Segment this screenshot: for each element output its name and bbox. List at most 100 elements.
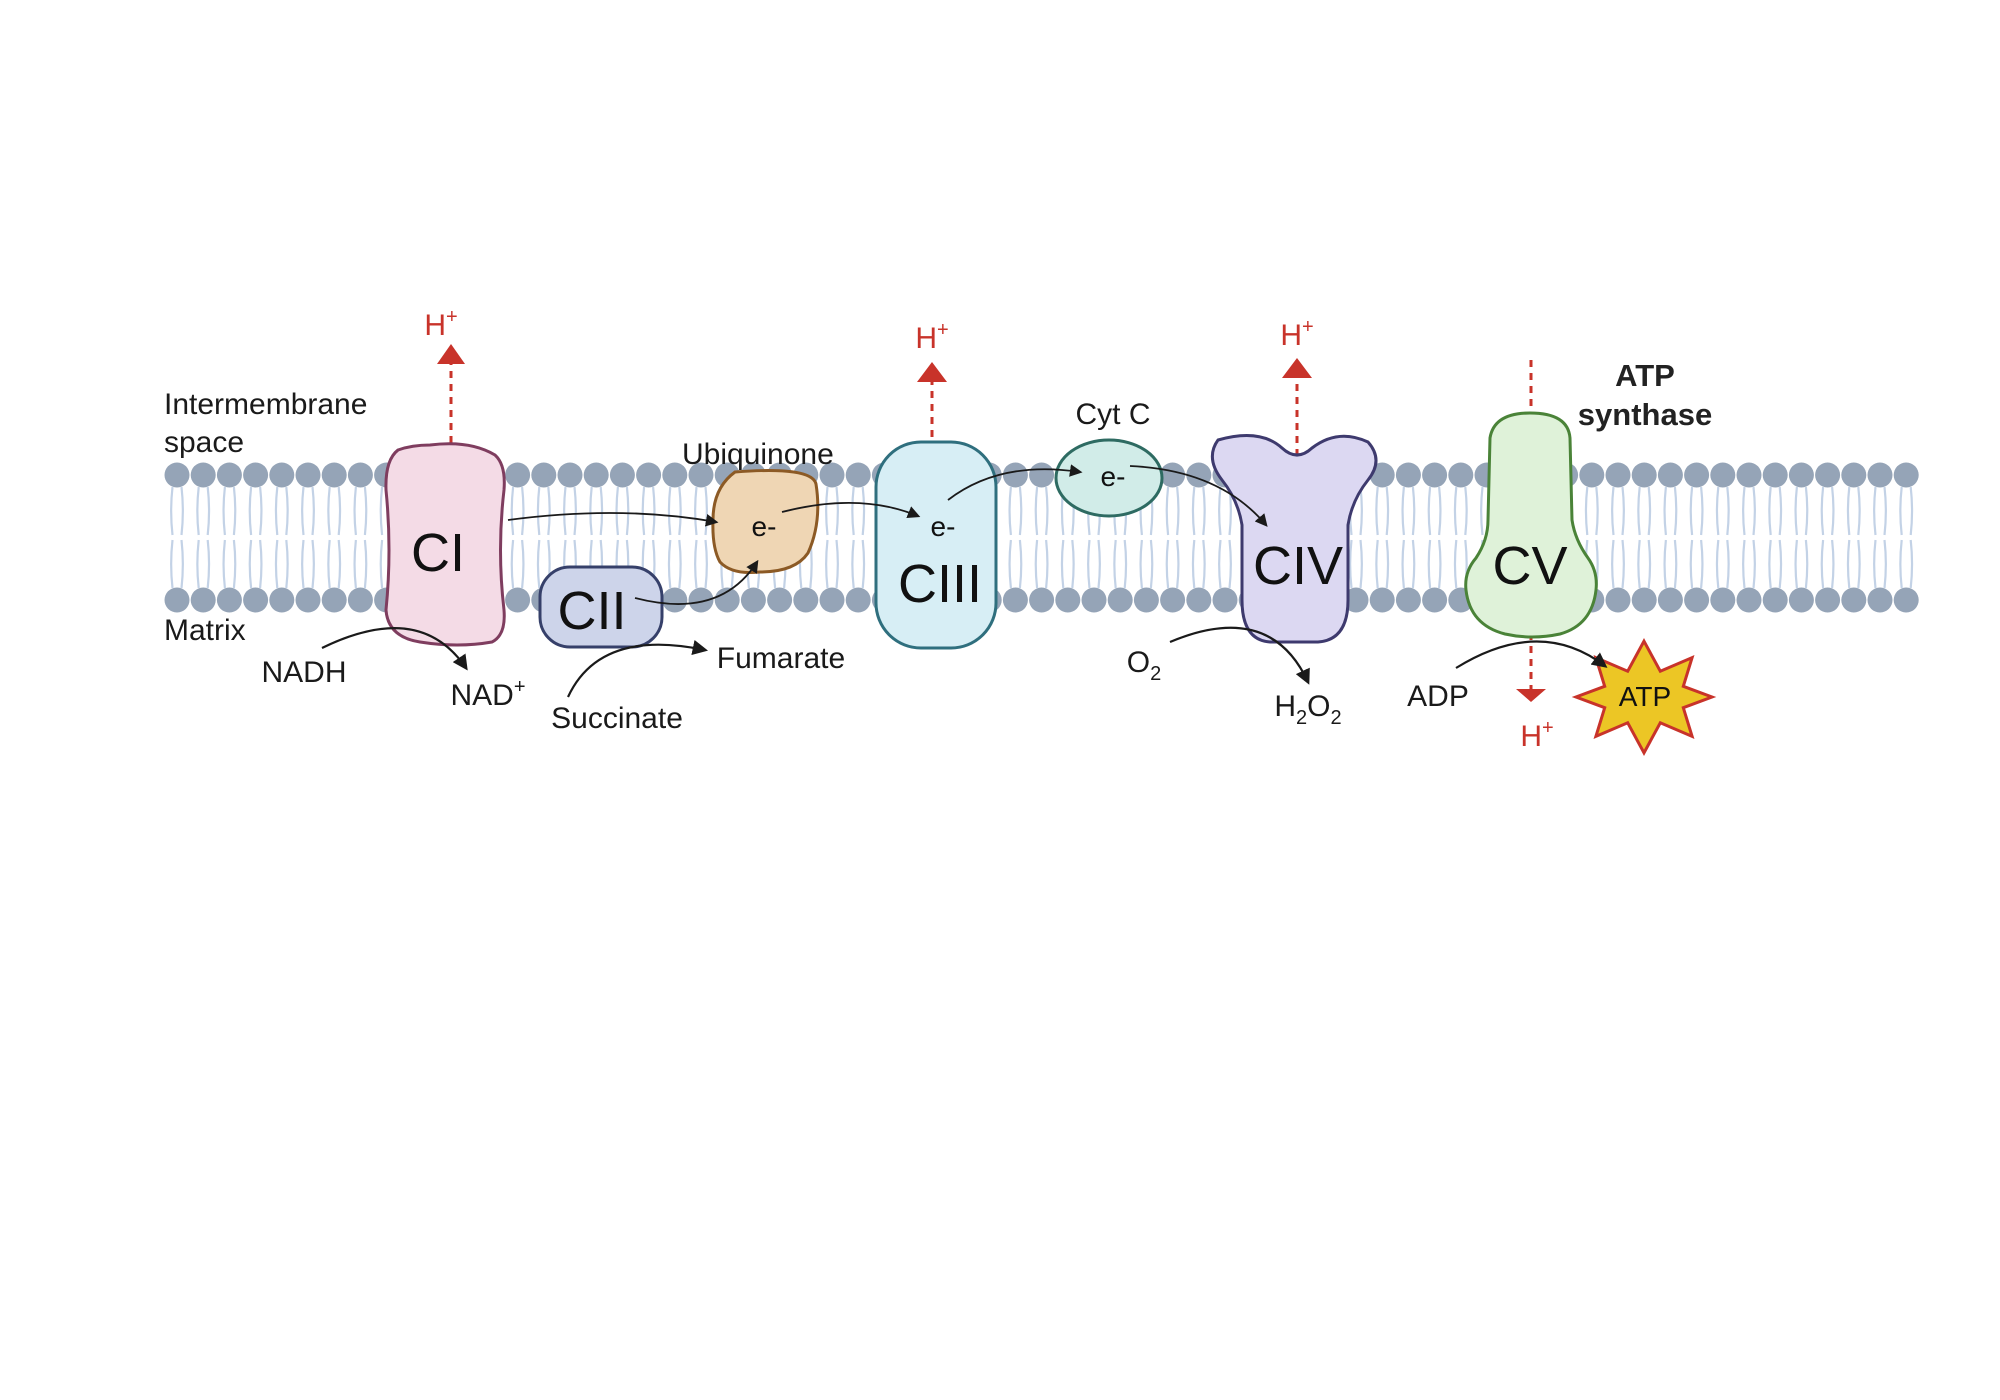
lipid-head [1631,462,1657,488]
lipid-tail [1742,486,1746,536]
lipid-tail [1647,539,1652,589]
lipid-tail [1438,486,1442,536]
lipid-tail [1857,539,1861,589]
atp-star [1571,638,1717,756]
lipid-tail [1034,486,1039,536]
o2-to-h2o2-arrow [1169,626,1310,685]
lipid-tail [1857,486,1861,536]
lipid-tail [1768,486,1772,536]
lipid-head [1815,587,1841,613]
lipid-head [1605,462,1631,488]
lipid-tail [1359,486,1363,536]
lipid-tail [1113,539,1117,589]
lipid-head [1107,587,1133,613]
lipid-tail [1689,539,1694,589]
lipid-tail [337,539,342,589]
lipid-head [583,462,609,488]
lipid-head [1081,587,1107,613]
lipid-tail [1427,539,1432,589]
lipid-head [1710,587,1736,613]
lipid-tail [1611,486,1615,536]
proton-flow-arrows: H+ H+ H+ [424,306,1314,528]
lipid-tail [248,486,253,536]
lipid-tail [1621,486,1625,536]
lipid-head [1212,587,1238,613]
lipid-tail [1375,486,1379,536]
lipid-head [1422,587,1448,613]
reaction-arrows [321,626,1608,698]
lipid-tail [589,486,593,536]
lipid-head [1160,587,1186,613]
lipid-head [347,587,373,613]
lipid-tail [327,539,331,589]
h2o2-label: H2O2 [1274,690,1341,729]
lipid-tail [825,486,829,536]
lipid-head [1788,587,1814,613]
lipid-tail [510,486,515,536]
lipid-tail [861,539,866,589]
lipid-tail [1071,539,1075,589]
lipid-tail [259,486,263,536]
lipid-head [793,587,819,613]
lipid-tail [1008,539,1012,589]
lipid-tail [206,539,211,589]
lipid-tail [1663,486,1667,536]
lipid-head [1029,462,1055,488]
lipid-tail [625,486,630,536]
lipid-head [295,587,321,613]
lipid-head [243,462,269,488]
lipid-tail [667,539,672,589]
lipid-head [819,462,845,488]
lipid-tail [851,539,855,589]
lipid-tail [851,486,855,536]
complex-iii-electron: e- [931,511,956,542]
lipid-head [1369,587,1395,613]
lipid-head [1343,587,1369,613]
fumarate-label: Fumarate [717,642,845,675]
lipid-head [1762,587,1788,613]
intermembrane-space-label-line2: space [164,426,244,459]
nadh-label: NADH [261,656,346,689]
lipid-tail [1411,486,1416,536]
lipid-tail [536,486,541,536]
lipid-tail [1768,539,1772,589]
lipid-tail [1700,486,1704,536]
c4-proton-label: H+ [1280,316,1313,352]
c5-proton-label: H+ [1520,717,1553,753]
lipid-tail [1831,539,1835,589]
lipid-head [1186,587,1212,613]
lipid-tail [232,486,237,536]
lipid-head [1815,462,1841,488]
complex-v-label: CV [1492,536,1567,596]
lipid-head [1736,587,1762,613]
lipid-tail [1726,539,1730,589]
lipid-tail [1149,539,1154,589]
lipid-tail [825,539,829,589]
lipid-head [1133,587,1159,613]
lipid-tail [563,486,567,536]
lipid-tail [1637,486,1641,536]
lipid-tail [1385,486,1390,536]
lipid-tail [196,539,200,589]
lipid-tail [1165,539,1170,589]
c3-proton-arrowhead [917,362,947,382]
lipid-head [164,587,190,613]
c1-proton-label: H+ [424,306,457,342]
lipid-tail [1453,539,1458,589]
lipid-tail [1060,539,1065,589]
lipid-tail [327,486,331,536]
lipid-tail [1899,486,1903,536]
lipid-tail [1385,539,1390,589]
lipid-tail [1480,486,1484,536]
lipid-tail [1584,486,1589,536]
lipid-tail [1123,539,1128,589]
complex-iv [1210,434,1378,644]
lipid-tail [1715,539,1720,589]
lipid-tail [521,539,525,589]
lipid-tail [196,486,200,536]
lipid-head [1422,462,1448,488]
lipid-tail [1411,539,1416,589]
lipid-tail [835,486,839,536]
lipid-tail [1139,539,1143,589]
